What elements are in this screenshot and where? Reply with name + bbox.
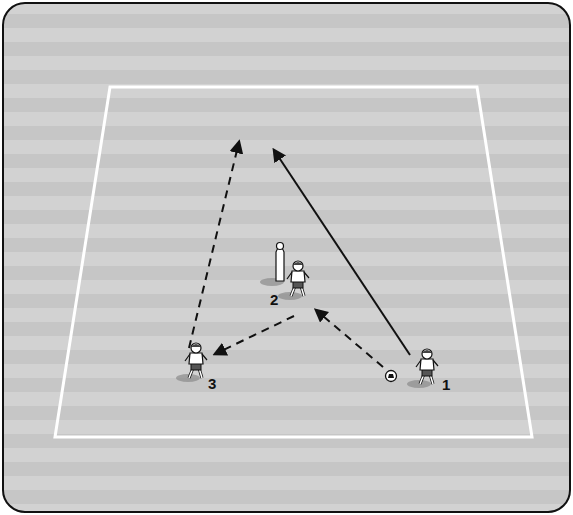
callout-number: 1 xyxy=(442,377,450,392)
callout-number: 2 xyxy=(270,292,278,307)
pitch-ground xyxy=(3,3,570,512)
pass-arrow xyxy=(316,310,383,367)
ball xyxy=(386,371,397,382)
run-arrow xyxy=(274,150,410,355)
callout-number: 3 xyxy=(208,376,216,391)
player-figure xyxy=(176,343,207,382)
player-figure xyxy=(278,261,309,300)
mannequin xyxy=(260,243,284,287)
field-lines xyxy=(55,87,532,437)
pass-arrow xyxy=(189,142,239,348)
pass-arrow xyxy=(215,316,294,354)
player-figure xyxy=(407,349,438,388)
frame-border xyxy=(3,3,570,512)
